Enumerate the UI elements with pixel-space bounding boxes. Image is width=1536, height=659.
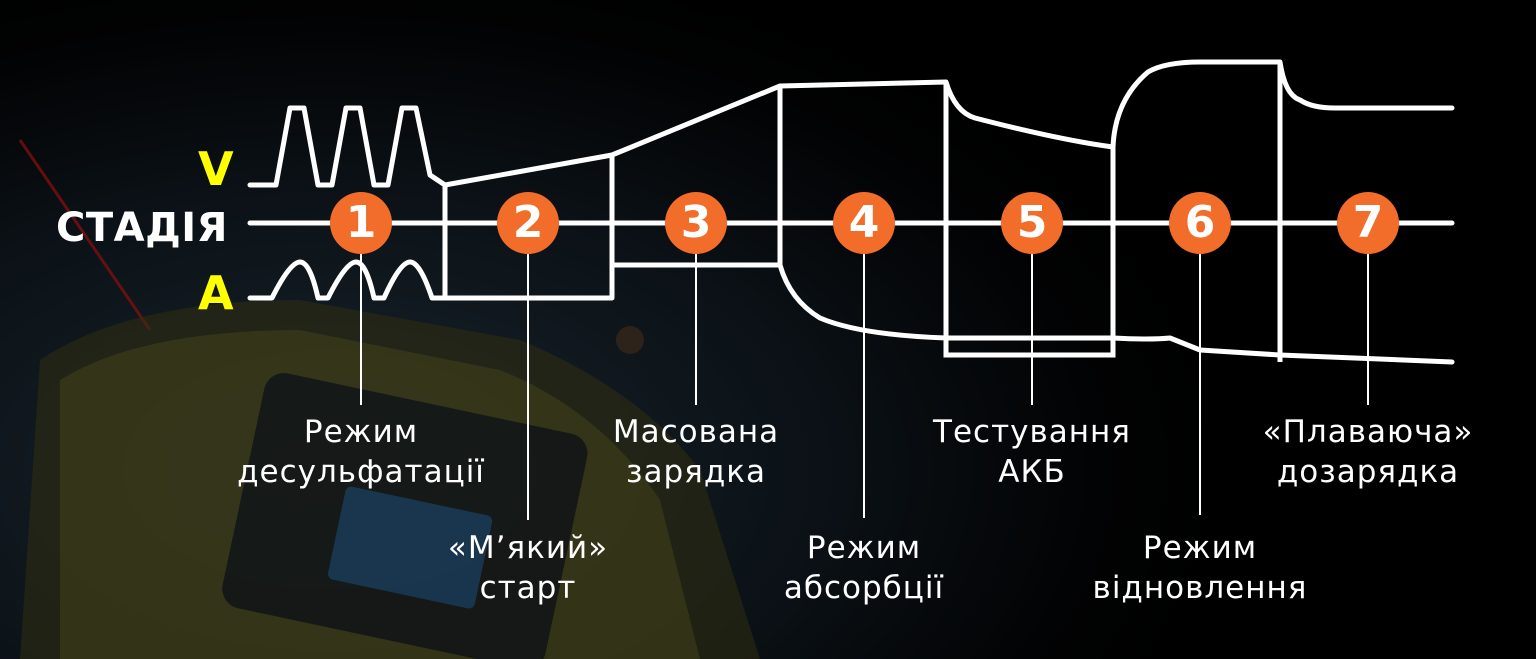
stage-caption-5: Тестування АКБ (902, 412, 1162, 492)
stage-caption-1-line1: Режим (303, 414, 419, 450)
stage-caption-2-line1: «М’який» (447, 530, 609, 566)
stage-badge-3: 3 (665, 192, 727, 254)
stage-axis-label: СТАДІЯ (56, 205, 228, 251)
stage-caption-3-line1: Масована (612, 414, 780, 450)
stage-badge-2: 2 (497, 192, 559, 254)
stage-caption-5-line1: Тестування (933, 414, 1131, 450)
stage-caption-4-line2: абсорбції (783, 570, 945, 606)
stage-caption-7: «Плаваюча» дозарядка (1238, 412, 1498, 492)
current-curve (247, 259, 1455, 365)
stage-caption-2: «М’який» старт (418, 528, 638, 608)
stage-caption-7-line1: «Плаваюча» (1262, 414, 1474, 450)
stage-badge-6: 6 (1169, 192, 1231, 254)
stage-badge-1: 1 (330, 192, 392, 254)
stage-caption-6-line1: Режим (1142, 530, 1258, 566)
stage-caption-3: Масована зарядка (571, 412, 821, 492)
caption-leader-lines (360, 223, 1369, 520)
stage-caption-7-line2: дозарядка (1276, 454, 1460, 490)
stage-caption-3-line2: зарядка (626, 454, 766, 490)
voltage-curve (247, 59, 1455, 188)
stage-badge-4: 4 (833, 192, 895, 254)
voltage-axis-label: V (198, 142, 234, 196)
stage-boundaries (442, 62, 1283, 362)
current-axis-label: A (198, 266, 234, 320)
stage-caption-4: Режим абсорбції (739, 528, 989, 608)
stage-caption-5-line2: АКБ (998, 454, 1066, 490)
stage-caption-1-line2: десульфатації (237, 454, 485, 490)
stage-caption-6: Режим відновлення (1065, 528, 1335, 608)
stage-caption-6-line2: відновлення (1092, 570, 1308, 606)
stage-badge-7: 7 (1337, 192, 1399, 254)
stage-caption-2-line2: старт (479, 570, 577, 606)
stage-caption-4-line1: Режим (806, 530, 922, 566)
stage-caption-1: Режим десульфатації (211, 412, 511, 492)
stage-badge-5: 5 (1001, 192, 1063, 254)
